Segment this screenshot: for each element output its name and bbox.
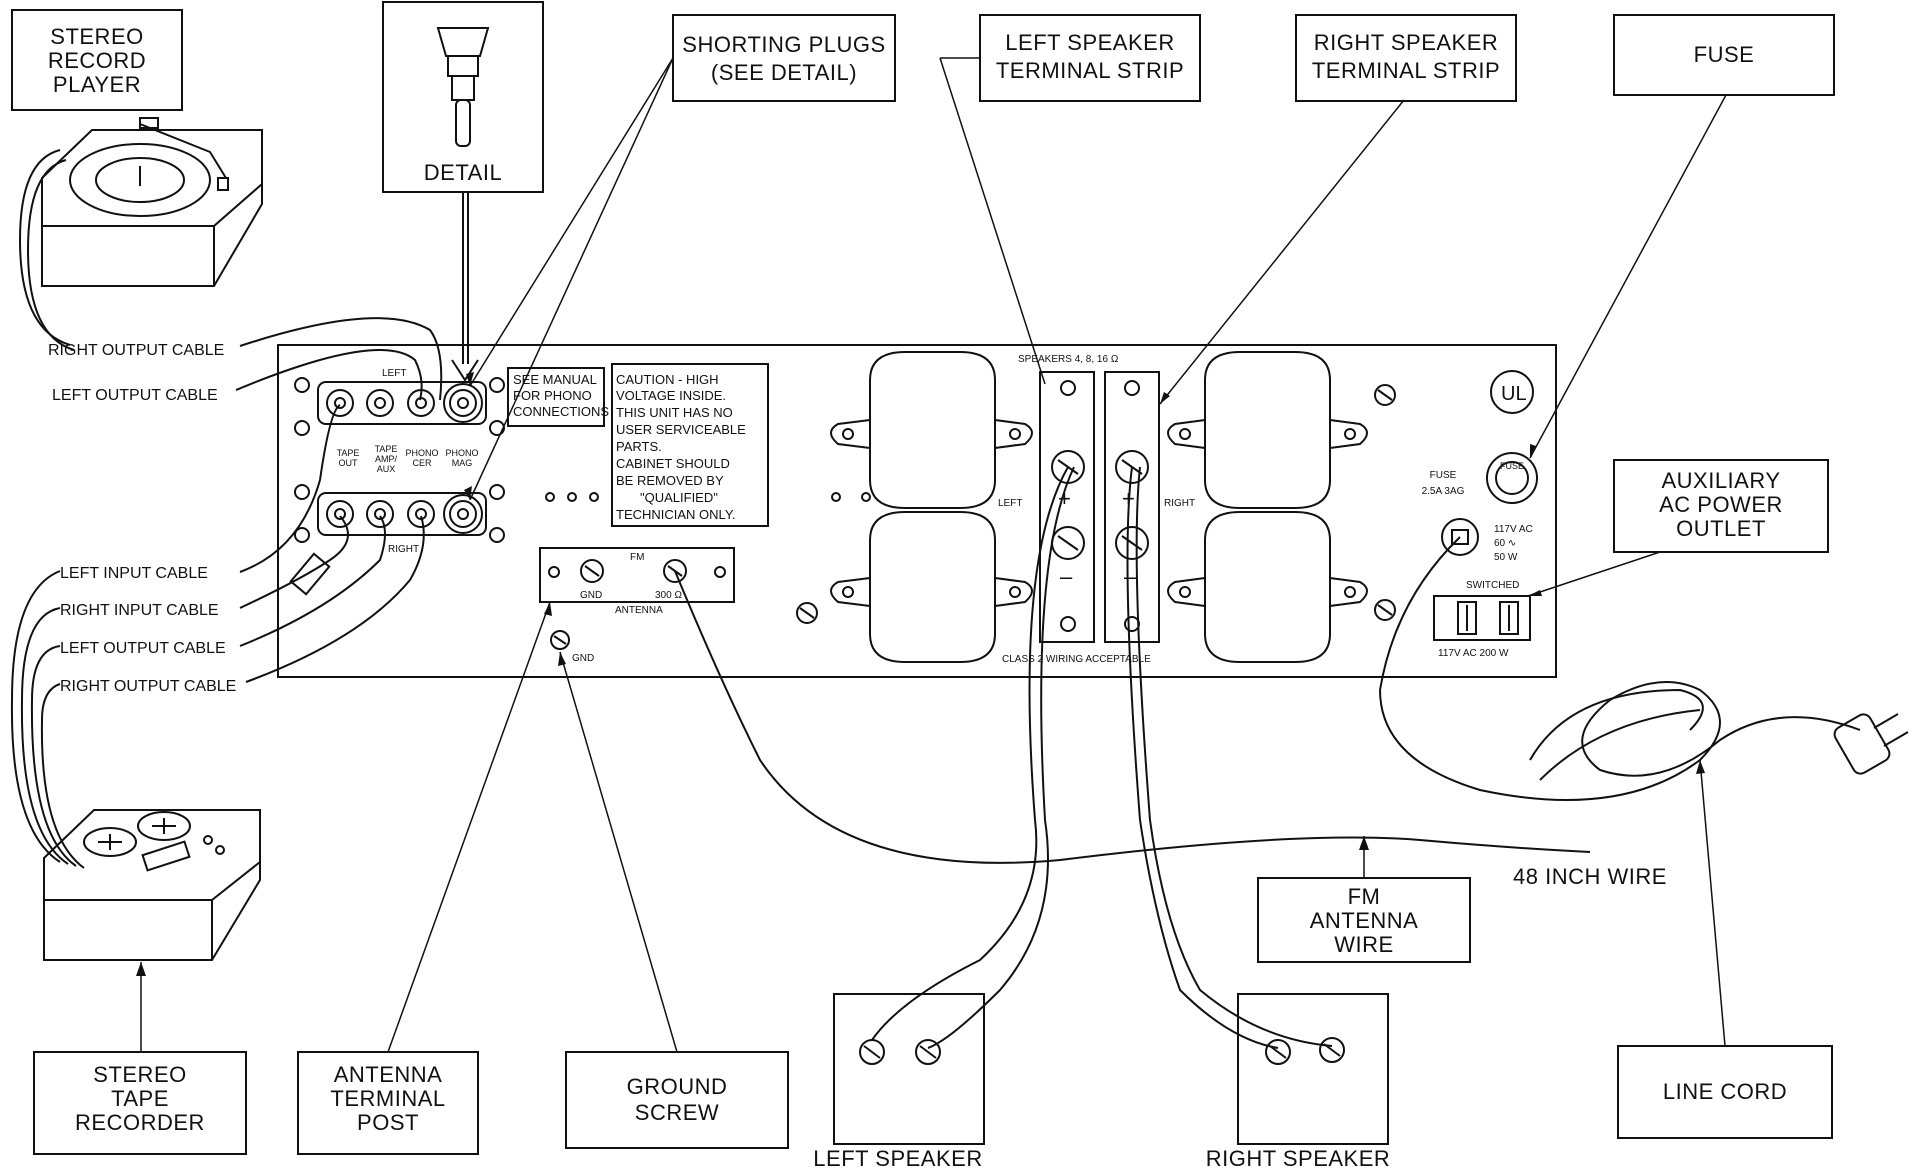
speaker-right-label: RIGHT xyxy=(1164,498,1195,509)
speaker-left-label: LEFT xyxy=(998,498,1022,509)
jack-labels: TAPE OUT TAPE AMP/ AUX PHONO CER PHONO M… xyxy=(337,444,479,474)
left-input-cable-label: LEFT INPUT CABLE xyxy=(60,565,208,582)
power-transistors xyxy=(830,351,1368,663)
panel-screw-holes xyxy=(294,377,871,543)
speaker-terminals xyxy=(859,1037,1345,1065)
left-speaker-terminal-strip xyxy=(1039,371,1095,643)
fuse-callout-label: FUSE xyxy=(1694,42,1755,67)
callout-box-record-player xyxy=(11,9,183,111)
right-plus-sign: + xyxy=(1122,486,1135,511)
panel-right-label: RIGHT xyxy=(388,544,419,555)
line-cord-label: LINE CORD xyxy=(1663,1079,1787,1104)
ac-power-socket xyxy=(1441,518,1479,556)
left-output-cable-bottom-label: LEFT OUTPUT CABLE xyxy=(60,640,226,657)
svg-text:PHONO: PHONO xyxy=(405,448,438,458)
callout-box-shorting-plugs xyxy=(672,14,896,102)
right-output-cable-bottom-label: RIGHT OUTPUT CABLE xyxy=(60,678,236,695)
left-minus-sign: – xyxy=(1060,564,1073,589)
switched-outlet xyxy=(1433,595,1531,641)
right-input-cable-label: RIGHT INPUT CABLE xyxy=(60,602,219,619)
jack-strip-bottom xyxy=(317,492,487,536)
panel-texts: LEFT RIGHT TAPE OUT TAPE AMP/ AUX PHONO … xyxy=(337,354,1533,665)
antenna-label: ANTENNA xyxy=(615,605,663,616)
right-minus-sign: – xyxy=(1124,564,1137,589)
fm-label: FM xyxy=(630,552,644,563)
fm-300-terminal xyxy=(663,559,687,583)
svg-text:AUX: AUX xyxy=(377,464,396,474)
detail-label: DETAIL xyxy=(424,160,502,185)
audio-cables xyxy=(10,149,443,869)
fm-gnd-terminal xyxy=(580,559,604,583)
outlet-rating-label: 117V AC 200 W xyxy=(1438,648,1509,659)
fuse-holder xyxy=(1486,452,1538,504)
svg-text:PHONO: PHONO xyxy=(445,448,478,458)
chassis-screws xyxy=(796,384,1396,624)
svg-text:MAG: MAG xyxy=(452,458,473,468)
panel-left-label: LEFT xyxy=(382,368,406,379)
record-player-illustration xyxy=(41,117,263,287)
fm-antenna-wire xyxy=(674,570,1591,864)
callout-box-fuse xyxy=(1613,14,1835,96)
tape-recorder-illustration xyxy=(43,809,261,961)
callout-box-tape-recorder xyxy=(33,1051,247,1155)
cable-labels: RIGHT OUTPUT CABLE LEFT OUTPUT CABLE LEF… xyxy=(48,342,236,695)
ground-screw xyxy=(550,630,570,650)
fuse-cap-text: FUSE xyxy=(1500,461,1524,471)
rca-jacks xyxy=(326,389,477,528)
caution-box xyxy=(611,363,769,527)
svg-text:TAPE: TAPE xyxy=(375,444,398,454)
svg-text:TAPE: TAPE xyxy=(337,448,360,458)
svg-text:OUT: OUT xyxy=(339,458,359,468)
right-speaker-label: RIGHT SPEAKER xyxy=(1206,1146,1391,1171)
chassis-panel xyxy=(277,344,1557,678)
forty-eight-inch-wire-label: 48 INCH WIRE xyxy=(1513,864,1667,889)
fm-terminal-board xyxy=(539,547,735,603)
callout-box-right-strip xyxy=(1295,14,1517,102)
shorting-plug-markers xyxy=(443,383,483,534)
fm-300-ohm-label: 300 Ω xyxy=(655,590,682,601)
class2-wiring-label: CLASS 2 WIRING ACCEPTABLE xyxy=(1002,654,1151,665)
callout-box-aux-outlet xyxy=(1613,459,1829,553)
fm-gnd-label: GND xyxy=(580,590,602,601)
right-output-cable-top-label: RIGHT OUTPUT CABLE xyxy=(48,342,224,359)
shorting-plug-detail-illustration xyxy=(436,27,490,382)
left-speaker-label: LEFT SPEAKER xyxy=(813,1146,982,1171)
speakers-impedance-label: SPEAKERS 4, 8, 16 Ω xyxy=(1018,354,1119,365)
right-speaker-box xyxy=(1237,993,1389,1145)
shorting-plugs-label: SHORTING PLUGS(SEE DETAIL) xyxy=(682,32,885,85)
svg-text:CER: CER xyxy=(412,458,432,468)
manual-note-box xyxy=(507,367,605,427)
left-output-cable-top-label: LEFT OUTPUT CABLE xyxy=(52,387,218,404)
ul-mark xyxy=(1490,370,1534,414)
leader-arrowheads xyxy=(136,372,1705,976)
ground-screw-gnd-label: GND xyxy=(572,653,594,664)
line-cord xyxy=(1378,536,1909,801)
leader-lines xyxy=(140,57,1727,1053)
left-speaker-box xyxy=(833,993,985,1145)
svg-text:AMP/: AMP/ xyxy=(375,454,398,464)
switched-label: SWITCHED xyxy=(1466,580,1519,591)
right-speaker-terminal-strip xyxy=(1104,371,1160,643)
speaker-wires xyxy=(871,466,1333,1049)
jack-strip-top xyxy=(317,381,487,425)
left-plus-sign: + xyxy=(1058,486,1071,511)
ul-mark-text: UL xyxy=(1501,383,1527,405)
